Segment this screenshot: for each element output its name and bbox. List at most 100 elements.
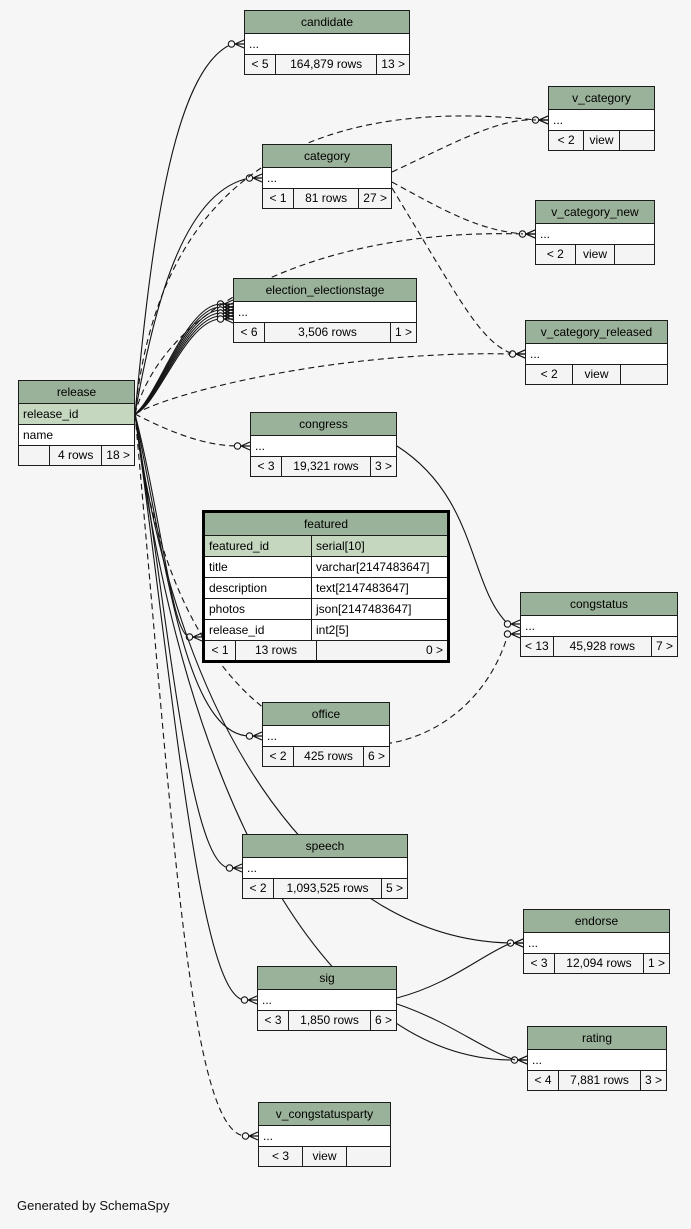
footer-cell: 1,850 rows: [289, 1011, 371, 1030]
footer-cell: < 2: [536, 245, 576, 264]
footer-cell: < 3: [524, 954, 555, 973]
footer-cell: < 2: [263, 747, 294, 766]
crowfoot-marker: [216, 314, 234, 324]
table-title[interactable]: election_electionstage: [234, 279, 416, 302]
footer-cell: < 3: [259, 1147, 303, 1166]
edge-release-category: [134, 177, 251, 415]
table-title[interactable]: congstatus: [521, 593, 677, 616]
footer-cell: 18 >: [106, 448, 130, 462]
column-name: ...: [262, 993, 273, 1007]
footer-cell: < 2: [526, 365, 574, 384]
footer-cell: 3 >: [374, 459, 392, 473]
footer-cell: < 5: [245, 55, 276, 74]
column-name: ...: [528, 936, 539, 950]
column-row: ...: [528, 1050, 666, 1071]
footer-cell: < 1: [263, 189, 294, 208]
footer-cell: 164,879 rows: [276, 55, 378, 74]
crowfoot-marker: [245, 173, 263, 183]
column-name: ...: [532, 1053, 543, 1067]
footer-cell: [615, 245, 654, 264]
table-title[interactable]: candidate: [245, 11, 409, 34]
footer-cell: < 1: [205, 641, 236, 660]
footer-cell: < 2: [549, 131, 585, 150]
table-title[interactable]: office: [263, 703, 389, 726]
footer-cell: 7 >: [655, 639, 673, 653]
footer-cell: < 3: [258, 1011, 289, 1030]
column-row: ...: [536, 224, 654, 245]
table-title[interactable]: congress: [251, 413, 396, 436]
column-row: ...: [251, 436, 396, 457]
column-row: ...: [245, 34, 409, 55]
crowfoot-marker: [515, 349, 526, 359]
column-name: ...: [247, 861, 258, 875]
table-title[interactable]: rating: [528, 1027, 666, 1050]
footer-cell: < 13: [521, 637, 554, 656]
crowfoot-marker: [538, 115, 549, 125]
edge-category-v_category_new: [391, 181, 524, 235]
table-title[interactable]: v_category_new: [536, 201, 654, 224]
table-title[interactable]: v_category: [549, 87, 654, 110]
table-title[interactable]: release: [19, 381, 134, 404]
footer-cell: [347, 1147, 390, 1166]
table-title[interactable]: v_congstatusparty: [259, 1103, 390, 1126]
column-type: varchar[2147483647]: [316, 560, 430, 574]
footer-cell: 19,321 rows: [282, 457, 371, 476]
column-row: ...: [263, 168, 391, 189]
table-title[interactable]: sig: [258, 967, 396, 990]
column-name: name: [23, 428, 54, 442]
table-title[interactable]: speech: [243, 835, 407, 858]
edge-category-v_category_released: [391, 187, 514, 355]
crowfoot-marker: [227, 39, 245, 49]
column-row: name: [19, 425, 134, 446]
footer-cell: 3 >: [644, 1073, 662, 1087]
table-title[interactable]: endorse: [524, 910, 669, 933]
footer-cell: 45,928 rows: [554, 637, 652, 656]
edge-release-endorse: [134, 413, 512, 944]
crowfoot-marker: [225, 863, 243, 873]
table-title[interactable]: featured: [205, 513, 447, 536]
column-type: json[2147483647]: [316, 602, 412, 616]
footer-cell: view: [584, 131, 620, 150]
footer-cell: 27 >: [363, 191, 387, 205]
table-title[interactable]: v_category_released: [526, 321, 667, 344]
column-type: int2[5]: [316, 623, 349, 637]
column-name: description: [205, 578, 312, 598]
footer-cell: [620, 131, 654, 150]
footer-cell: 12,094 rows: [555, 954, 644, 973]
table-title[interactable]: category: [263, 145, 391, 168]
footer-cell: < 4: [528, 1071, 559, 1090]
column-name: ...: [525, 619, 536, 633]
column-row: ...: [263, 726, 389, 747]
crowfoot-marker: [517, 1055, 528, 1065]
edge-release-election-3: [134, 309, 222, 415]
footer-cell: 7,881 rows: [559, 1071, 641, 1090]
column-row: ...: [234, 302, 416, 323]
column-row: ...: [259, 1126, 390, 1147]
crowfoot-marker: [525, 229, 536, 239]
footer-cell: 5 >: [385, 881, 403, 895]
footer-cell: < 3: [251, 457, 282, 476]
footer-cell: < 6: [234, 323, 265, 342]
